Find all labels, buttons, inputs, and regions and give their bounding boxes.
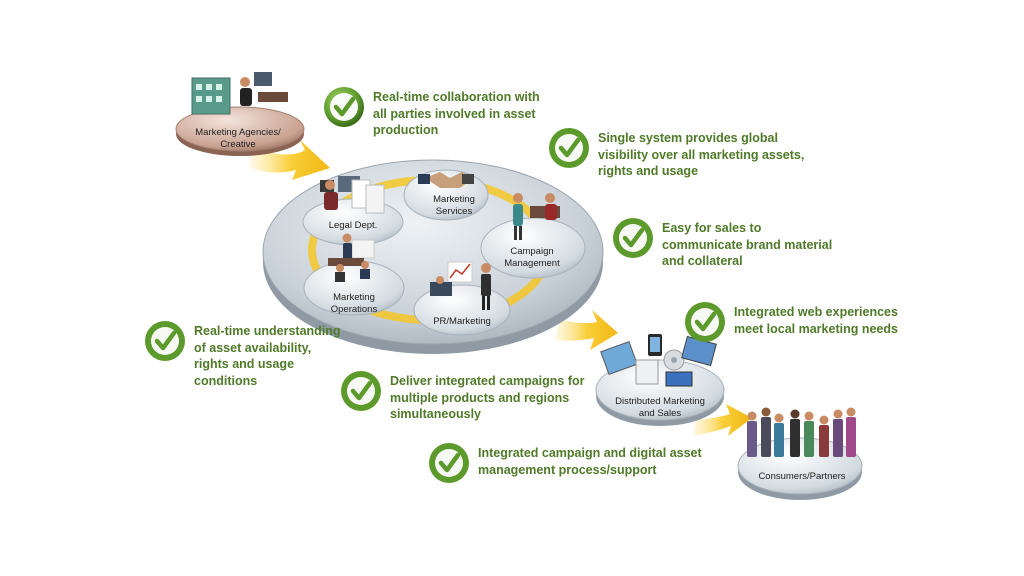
node-consumers-partners: Consumers/Partners [737, 407, 863, 500]
svg-text:and Sales: and Sales [639, 408, 682, 419]
flow-arrow-platform-to-distributed [555, 310, 618, 350]
check-icon [341, 371, 381, 411]
flow-arrow-agency-to-platform [250, 140, 330, 180]
node-label-pr: PR/Marketing [433, 316, 491, 327]
node-label-campaign-line1: Campaign [510, 246, 553, 257]
svg-text:Marketing Agencies/: Marketing Agencies/ [195, 127, 281, 138]
node-marketing-agencies: Marketing Agencies/ Creative [175, 72, 305, 156]
svg-text:Legal Dept.: Legal Dept. [329, 220, 378, 231]
flow-arrow-distributed-to-consumers [693, 404, 752, 436]
node-distributed-marketing: Distributed Marketing and Sales [595, 334, 725, 426]
check-icon [685, 302, 725, 342]
check-icon [145, 321, 185, 361]
people-group [747, 407, 856, 457]
check-icon [613, 218, 653, 258]
node-label-campaign-line2: Management [504, 258, 560, 269]
svg-text:Creative: Creative [220, 139, 255, 150]
node-label-distributed-line2: and Sales [639, 408, 682, 419]
node-marketing-services: Marketing Services [403, 169, 489, 221]
node-label-services-line1: Marketing [433, 194, 475, 205]
svg-text:Marketing: Marketing [433, 194, 475, 205]
svg-text:Distributed Marketing: Distributed Marketing [615, 396, 705, 407]
node-label-distributed-line1: Distributed Marketing [615, 396, 705, 407]
node-label-agencies-line1: Marketing Agencies/ [195, 127, 281, 138]
svg-text:Campaign: Campaign [510, 246, 553, 257]
check-icon [324, 87, 364, 127]
node-label-agencies-line2: Creative [220, 139, 255, 150]
node-label-operations-line1: Marketing [333, 292, 375, 303]
check-icon [549, 128, 589, 168]
node-label-services-line2: Services [436, 206, 473, 217]
svg-text:Management: Management [504, 258, 560, 269]
node-marketing-operations: Marketing Operations [303, 233, 405, 316]
svg-text:Services: Services [436, 206, 473, 217]
svg-text:PR/Marketing: PR/Marketing [433, 316, 491, 327]
node-legal-dept: Legal Dept. [302, 176, 404, 246]
node-label-operations-line2: Operations [331, 304, 378, 315]
node-campaign-management: Campaign Management [480, 193, 586, 279]
node-pr-marketing: PR/Marketing [413, 261, 511, 336]
svg-text:Consumers/Partners: Consumers/Partners [758, 471, 845, 482]
svg-text:Operations: Operations [331, 304, 378, 315]
check-icon [429, 443, 469, 483]
node-label-consumers: Consumers/Partners [758, 471, 845, 482]
svg-text:Marketing: Marketing [333, 292, 375, 303]
node-label-legal: Legal Dept. [329, 220, 378, 231]
